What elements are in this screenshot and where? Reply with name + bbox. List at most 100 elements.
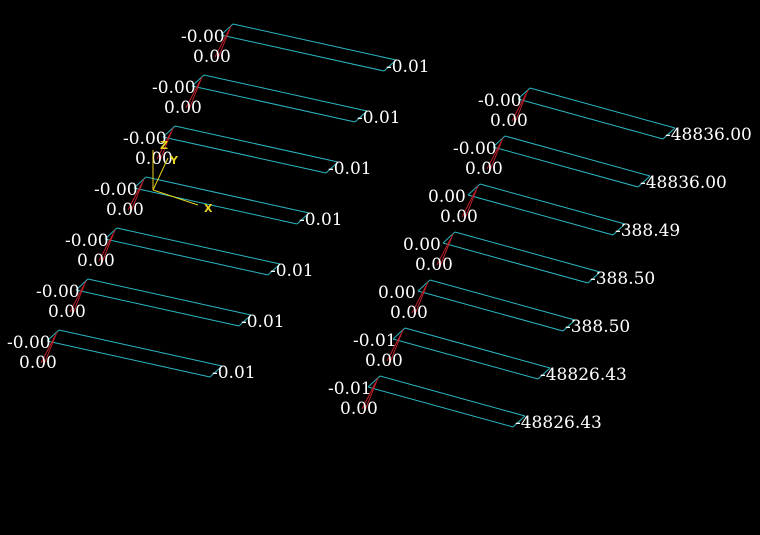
element-edge (71, 280, 87, 317)
frame-top-edge (504, 135, 651, 177)
frame-right-edge (209, 365, 223, 378)
frame-top-edge (58, 329, 223, 367)
frame-left-edge (517, 87, 531, 100)
frame-bottom-edge (75, 289, 240, 327)
frame-left-edge (492, 135, 506, 148)
frame-left-edge (75, 278, 89, 291)
frame-left-edge (220, 23, 234, 36)
node-value-right-upper: -48826.43 (515, 413, 602, 433)
frame-top-edge (87, 278, 252, 316)
node-value-top: -0.00 (123, 129, 167, 149)
element-edge (436, 237, 452, 266)
frame-right-edge (354, 110, 368, 123)
frame-right-edge (637, 175, 651, 188)
node-value-bottom: 0.00 (135, 149, 173, 169)
frame-left-edge (133, 176, 147, 189)
element-edge (214, 29, 230, 58)
element-edge (413, 281, 429, 318)
node-value-right-upper: -388.49 (615, 221, 680, 241)
node-value-bottom: 0.00 (77, 251, 115, 271)
node-value-bottom: 0.00 (193, 47, 231, 67)
frame-top-edge (203, 74, 368, 112)
element-edge (129, 178, 145, 215)
element-edge (388, 329, 404, 366)
frame-bottom-edge (467, 194, 614, 236)
frame-top-edge (479, 183, 626, 225)
node-value-top: -0.00 (94, 180, 138, 200)
frame-top-edge (116, 227, 281, 265)
element-edge (69, 284, 85, 313)
node-value-top: -0.00 (65, 231, 109, 251)
element-edge (486, 141, 502, 170)
node-value-right-upper: -48836.00 (640, 173, 727, 193)
element-edge (511, 93, 527, 122)
frame-top-edge (454, 231, 601, 273)
element-edge (42, 331, 58, 368)
frame-left-edge (46, 329, 60, 342)
element-edge (361, 381, 377, 410)
node-value-top: -0.00 (152, 78, 196, 98)
element-edge (488, 137, 504, 174)
node-value-bottom: 0.00 (415, 255, 453, 275)
frame-right-edge (537, 367, 551, 380)
frame-top-edge (404, 327, 551, 369)
node-value-bottom: 0.00 (465, 159, 503, 179)
element-edge (513, 89, 529, 126)
node-value-bottom: 0.00 (164, 98, 202, 118)
node-value-right-upper: -388.50 (565, 317, 630, 337)
element-edge (463, 185, 479, 222)
element-edge (158, 127, 174, 164)
node-value-top: -0.01 (328, 379, 372, 399)
frame-bottom-edge (442, 242, 589, 284)
frame-right-edge (512, 415, 526, 428)
frame-right-edge (238, 314, 252, 327)
node-value-right-upper: -48836.00 (665, 125, 752, 145)
node-value-top: 0.00 (403, 235, 441, 255)
node-value-bottom: 0.00 (365, 351, 403, 371)
y-axis-label: Y (169, 154, 179, 167)
frame-top-edge (145, 176, 310, 214)
node-value-top: -0.01 (353, 331, 397, 351)
frame-bottom-edge (104, 238, 269, 276)
frame-bottom-edge (46, 340, 211, 378)
node-value-top: 0.00 (378, 283, 416, 303)
x-axis-line (152, 189, 199, 206)
frame-right-edge (562, 319, 576, 332)
node-value-bottom: 0.00 (390, 303, 428, 323)
frame-right-edge (325, 161, 339, 174)
frame-top-edge (529, 87, 676, 129)
frame-left-edge (191, 74, 205, 87)
frame-left-edge (104, 227, 118, 240)
frame-bottom-edge (417, 290, 564, 332)
element-edge (386, 333, 402, 362)
node-value-right-upper: -0.01 (212, 363, 256, 383)
frame-bottom-edge (191, 85, 356, 123)
frame-left-edge (417, 279, 431, 292)
node-value-right-upper: -0.01 (357, 108, 401, 128)
frame-bottom-edge (492, 146, 639, 188)
frame-top-edge (232, 23, 397, 61)
node-value-top: 0.00 (428, 187, 466, 207)
element-edge (216, 25, 232, 62)
node-value-right-upper: -388.50 (590, 269, 655, 289)
value-labels: -0.000.00-0.01-0.000.00-0.01-0.000.00-0.… (7, 27, 752, 433)
frame-bottom-edge (392, 338, 539, 380)
frame-top-edge (379, 375, 526, 417)
node-value-top: -0.00 (7, 333, 51, 353)
frame-right-edge (383, 59, 397, 72)
node-value-bottom: 0.00 (490, 111, 528, 131)
frame-right-edge (612, 223, 626, 236)
frame-left-edge (162, 125, 176, 138)
element-edge (411, 285, 427, 314)
element-edge (461, 189, 477, 218)
frame-bottom-edge (517, 98, 664, 140)
axis-triad-icon: X Y Z (152, 139, 213, 215)
element-edge (187, 76, 203, 113)
node-value-right-upper: -0.01 (328, 159, 372, 179)
node-value-right-upper: -0.01 (270, 261, 314, 281)
frame-top-edge (174, 125, 339, 163)
element-edge (127, 182, 143, 211)
node-value-right-upper: -48826.43 (540, 365, 627, 385)
